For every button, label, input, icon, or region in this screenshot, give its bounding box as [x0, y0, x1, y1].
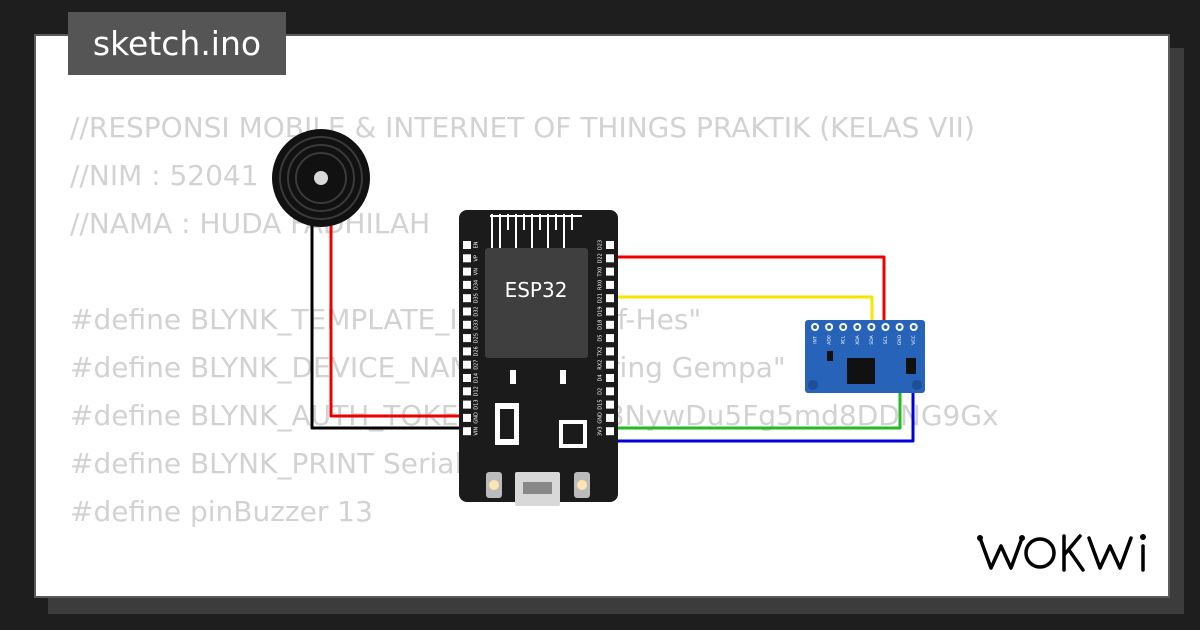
pin-label: D26 [474, 346, 480, 356]
esp32-chip [485, 248, 588, 358]
sensor-pin-label: INT [813, 336, 819, 344]
pin-label: D35 [474, 293, 480, 303]
pin-label: GND [598, 412, 604, 424]
pin-en[interactable] [463, 241, 471, 249]
pin-vin[interactable] [463, 427, 471, 436]
code-line: //RESPONSI MOBILE & INTERNET OF THINGS P… [70, 111, 975, 144]
pin-d13[interactable] [463, 400, 471, 409]
pin-label: TX2 [598, 347, 604, 358]
antenna-trace [491, 214, 573, 250]
pin-d35[interactable] [463, 294, 471, 303]
buzzer-red-wire[interactable] [329, 225, 466, 418]
code-line: #include <WiFi.h> [70, 584, 999, 596]
pin-label: D34 [474, 280, 480, 290]
pin-label: RX0 [598, 280, 604, 290]
pin-d18[interactable] [606, 320, 614, 329]
pin-label: D12 [474, 386, 480, 396]
pin-label: D32 [474, 306, 480, 316]
pin-label: 3V3 [598, 426, 604, 436]
sensor-pins: INT AD0 XCL XDA SDA SCL GND VCC [811, 323, 918, 345]
sensor-pin-label: XCL [841, 335, 847, 344]
pin-d19[interactable] [606, 307, 614, 316]
sensor-chip [847, 358, 875, 384]
pin-gnd[interactable] [606, 413, 614, 422]
pin-label: VN [474, 268, 480, 275]
pin-d32[interactable] [463, 307, 471, 316]
pin-d12[interactable] [463, 387, 471, 396]
pin-rx0[interactable] [606, 280, 614, 289]
pin-label: TX0 [598, 267, 604, 278]
pin-vn[interactable] [463, 267, 471, 276]
pin-label: D19 [598, 306, 604, 316]
pin-label: D15 [598, 399, 604, 409]
mpu6050-sensor[interactable]: INT AD0 XCL XDA SDA SCL GND VCC [805, 320, 925, 393]
pin-d21[interactable] [606, 294, 614, 303]
sensor-pin-label: GND [897, 334, 903, 345]
pin-label: GND [474, 412, 480, 424]
pin-d2[interactable] [606, 387, 614, 396]
pin-d5[interactable] [606, 334, 614, 343]
pin-d33[interactable] [463, 320, 471, 329]
sda-yellow-wire[interactable] [609, 295, 874, 326]
code-line: #define pinBuzzer 13 [70, 495, 373, 528]
pin-label: D21 [598, 293, 604, 303]
pin-d4[interactable] [606, 374, 614, 382]
pin-d25[interactable] [463, 334, 471, 343]
sensor-pin-label: AD0 [827, 335, 833, 345]
pin-label: D4 [598, 374, 604, 381]
pin-3v3[interactable] [606, 427, 614, 436]
pin-label: D18 [598, 320, 604, 330]
wokwi-logo [977, 534, 1146, 572]
pin-label: VP [474, 255, 480, 261]
pin-tx2[interactable] [606, 347, 614, 356]
pin-label: D2 [598, 388, 604, 395]
file-name-tab[interactable]: sketch.ino [68, 12, 286, 75]
pin-gnd[interactable] [463, 413, 471, 422]
pin-label: D23 [598, 240, 604, 250]
pin-tx0[interactable] [606, 267, 614, 276]
scl-red-wire[interactable] [609, 255, 886, 326]
pin-label: D27 [474, 360, 480, 370]
pin-label: D22 [598, 253, 604, 263]
pin-label: D33 [474, 320, 480, 330]
pin-label: D13 [474, 399, 480, 409]
buzzer-black-wire[interactable] [310, 225, 466, 430]
pin-label: D5 [598, 335, 604, 342]
code-line: #define BLYNK_PRINT Serial [70, 447, 463, 480]
pin-rx2[interactable] [606, 360, 614, 369]
pin-d14[interactable] [463, 374, 471, 382]
pin-d27[interactable] [463, 360, 471, 369]
pin-d26[interactable] [463, 347, 471, 356]
code-line: //NIM : 52041 [70, 159, 259, 192]
pin-label: EN [474, 241, 480, 248]
sensor-pin-label: VCC [911, 335, 917, 344]
pin-label: D14 [474, 373, 480, 383]
buzzer[interactable] [272, 129, 370, 227]
pin-d34[interactable] [463, 280, 471, 289]
sensor-pin-label: SDA [869, 334, 875, 344]
chip-label: ESP32 [505, 278, 568, 302]
pin-vp[interactable] [463, 254, 471, 263]
pin-d15[interactable] [606, 400, 614, 409]
pin-d22[interactable] [606, 254, 614, 263]
esp32-board[interactable]: ESP32 ENVPVND34D35D32D33D25D26D27D14D12D… [459, 210, 618, 506]
pin-label: D25 [474, 333, 480, 343]
pin-d23[interactable] [606, 241, 614, 249]
sensor-pin-label: XDA [855, 334, 861, 344]
pin-label: RX2 [598, 360, 604, 370]
sensor-pin-label: SCL [883, 335, 889, 344]
pin-label: VIN [474, 427, 480, 436]
